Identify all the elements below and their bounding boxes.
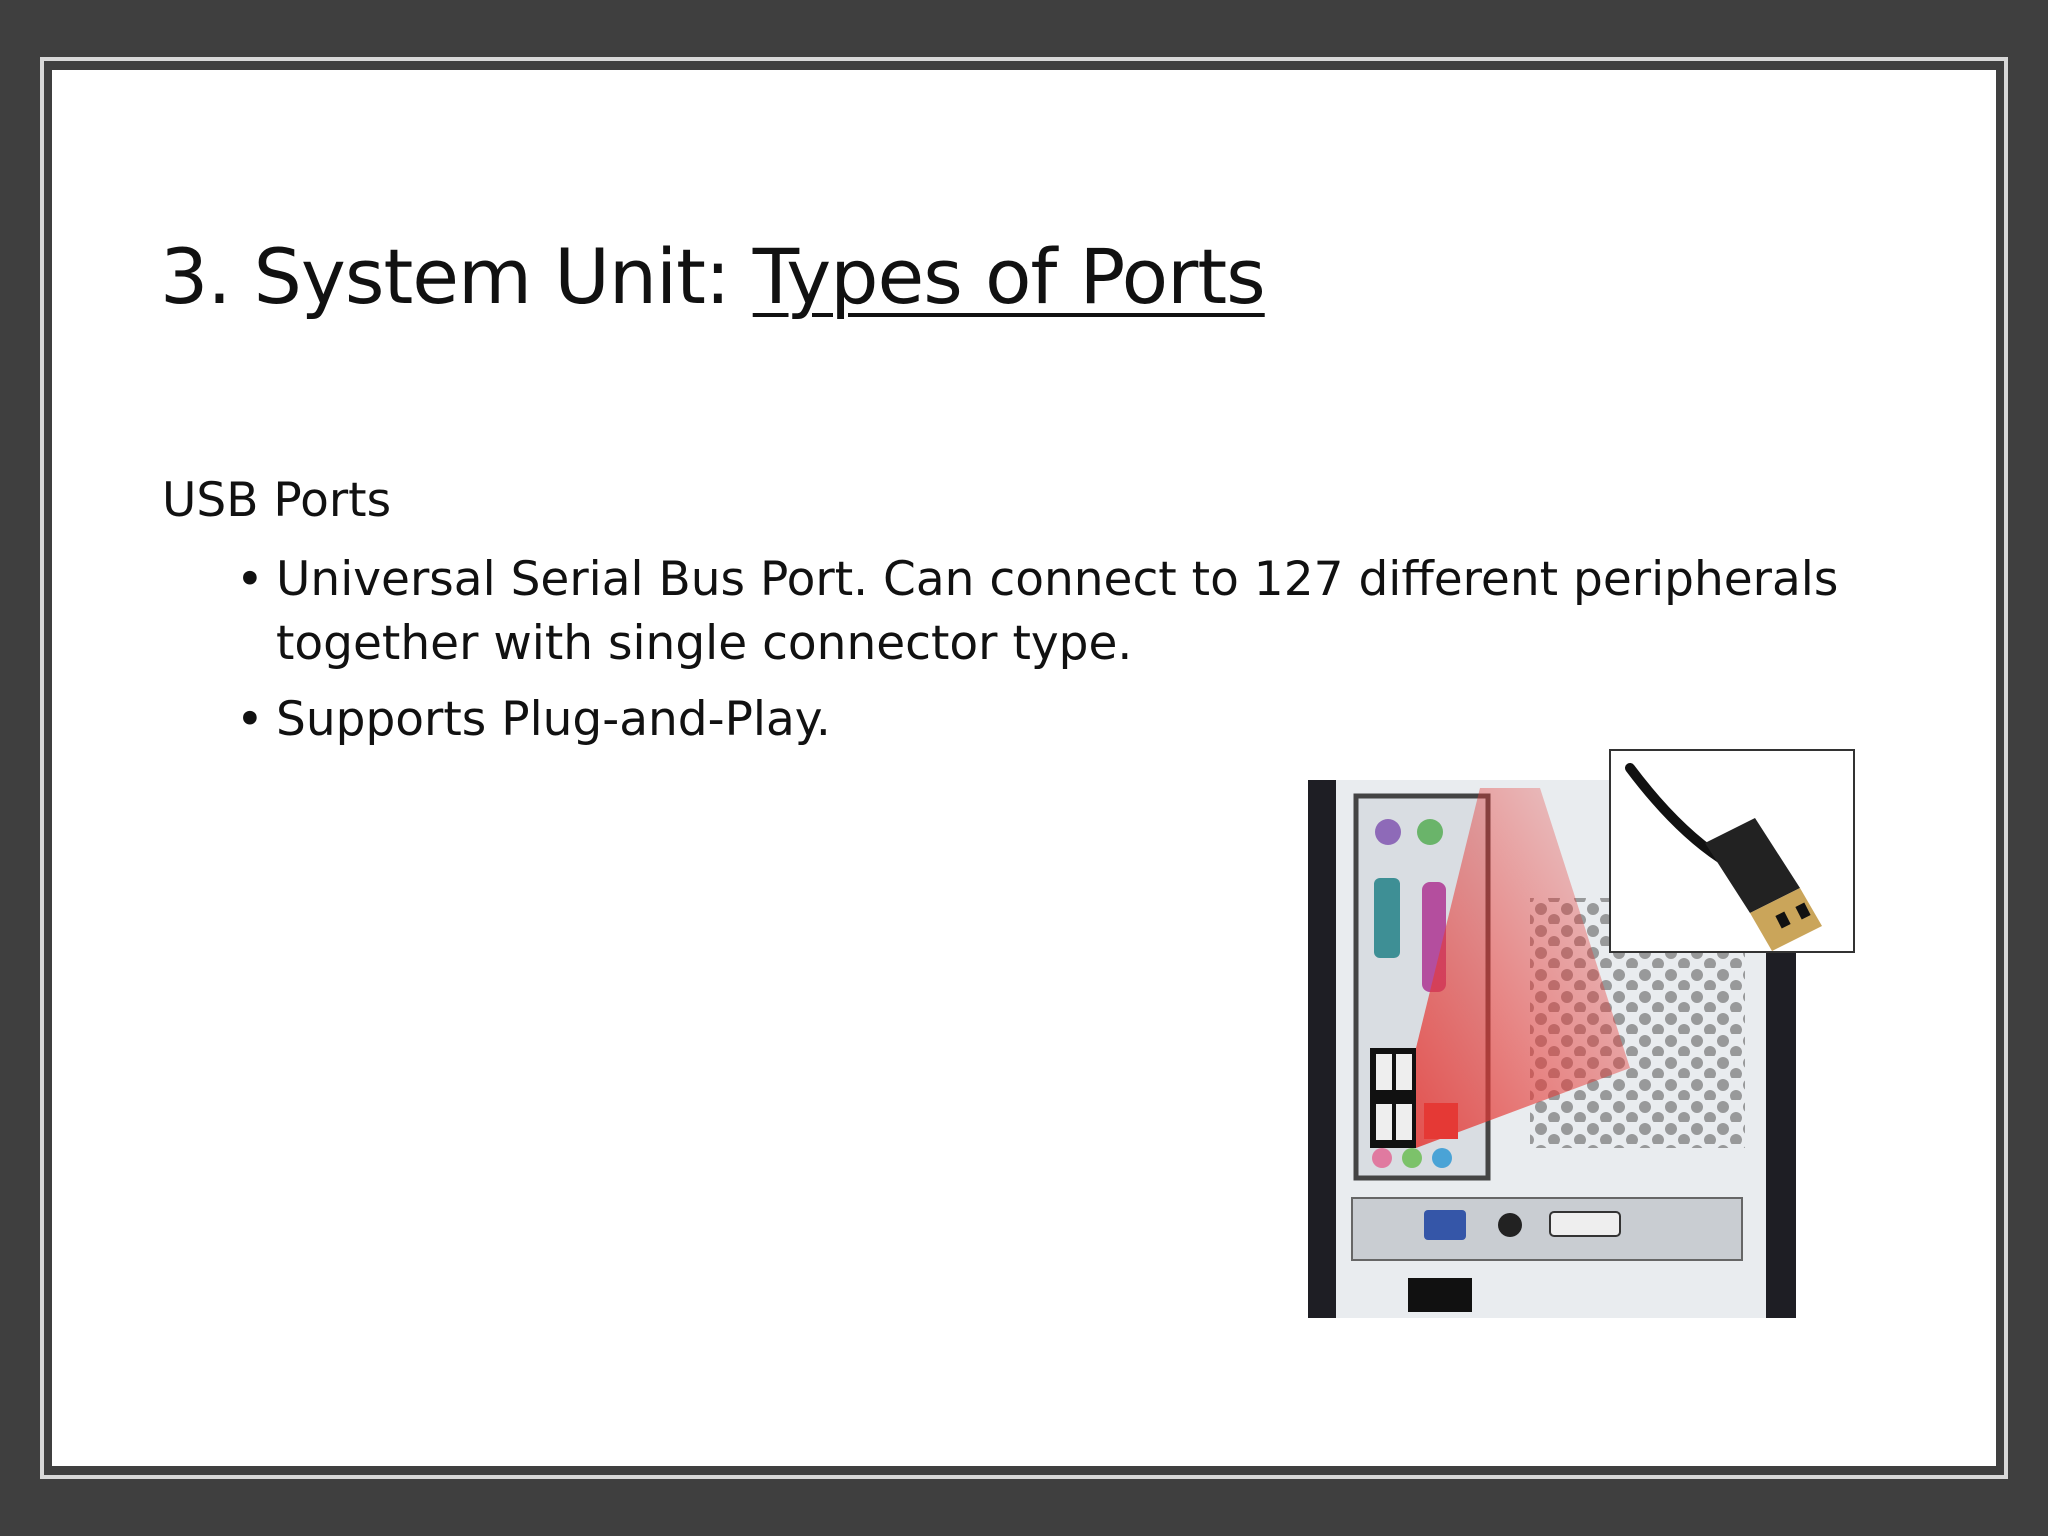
usb-plug-body xyxy=(1705,818,1800,913)
usb-port xyxy=(1396,1054,1412,1090)
bullet-dot: • xyxy=(236,552,264,607)
expansion-slot xyxy=(1351,1197,1743,1261)
audio-port xyxy=(1402,1148,1422,1168)
power-socket xyxy=(1408,1278,1472,1312)
highlight-beam xyxy=(1416,788,1630,1148)
vga-port xyxy=(1424,1210,1466,1240)
usb-port xyxy=(1376,1054,1392,1090)
usb-plug-pin xyxy=(1795,902,1811,920)
section-heading: USB Ports xyxy=(162,473,392,528)
audio-port xyxy=(1432,1148,1452,1168)
ps2-port xyxy=(1417,819,1443,845)
s-video-port xyxy=(1498,1213,1522,1237)
title-prefix: 3. System Unit: xyxy=(160,232,753,321)
usb-plug-pin xyxy=(1775,911,1791,929)
bullet-list: •Universal Serial Bus Port. Can connect … xyxy=(236,548,1896,764)
ps2-port xyxy=(1375,819,1401,845)
case-right-edge xyxy=(1766,928,1796,1318)
title-underlined: Types of Ports xyxy=(752,232,1266,321)
bullet-text: Supports Plug-and-Play. xyxy=(276,692,831,747)
dvi-port xyxy=(1549,1211,1621,1237)
bullet-item: •Universal Serial Bus Port. Can connect … xyxy=(236,548,1896,676)
case-left-edge xyxy=(1308,780,1336,1318)
audio-port xyxy=(1372,1148,1392,1168)
slide-title: 3. System Unit: Types of Ports xyxy=(160,232,1266,321)
bullet-dot: • xyxy=(236,692,264,747)
bullet-text: Universal Serial Bus Port. Can connect t… xyxy=(276,552,1839,671)
serial-port xyxy=(1374,878,1400,958)
computer-back-photo xyxy=(1308,749,1855,1318)
usb-cable xyxy=(1625,763,1725,863)
bullet-item: •Supports Plug-and-Play. xyxy=(236,688,1896,752)
usb-port xyxy=(1376,1104,1392,1140)
usb-port xyxy=(1396,1104,1412,1140)
